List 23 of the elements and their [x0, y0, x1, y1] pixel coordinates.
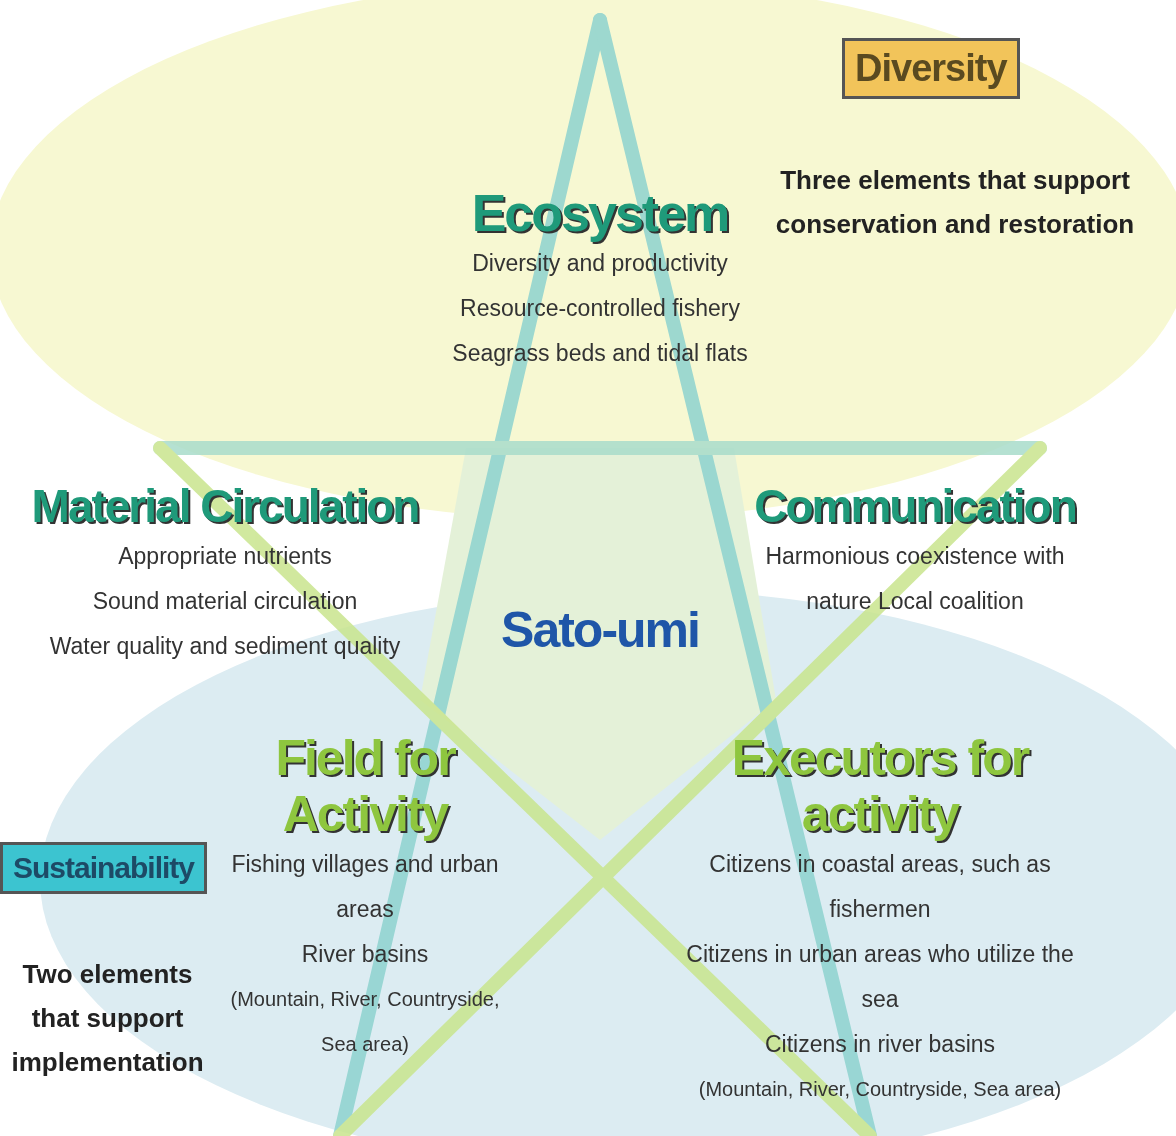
item-text: (Mountain, River, Countryside, Sea area) [697, 1077, 1063, 1102]
item-text: Fishing villages and urban areas [230, 850, 500, 924]
note-text: Two elements that support implementation [10, 958, 205, 1079]
category-box: Sustainability [0, 842, 208, 894]
category-box: Diversity [842, 38, 1020, 99]
item-text: Diversity and productivity [471, 249, 729, 278]
element-heading: Executors for activity [730, 730, 1030, 842]
center-title: Sato-umi [500, 601, 700, 660]
element-heading: Communication [753, 479, 1077, 534]
item-text: Seagrass beds and tidal flats [451, 339, 749, 368]
element-heading: Material Circulation [30, 479, 420, 534]
item-text: Water quality and sediment quality [48, 632, 402, 661]
item-text: Sound material circulation [91, 587, 359, 616]
item-text: Citizens in urban areas who utilize the sea [685, 940, 1075, 1014]
item-text: Citizens in coastal areas, such as fishermen [708, 850, 1052, 924]
note-text: Three elements that support conservation and restoration [774, 164, 1136, 241]
element-heading: Field for Activity [274, 730, 457, 842]
item-text: (Mountain, River, Countryside, Sea area) [230, 987, 500, 1057]
item-text: Resource-controlled fishery [459, 294, 741, 323]
item-text: Appropriate nutrients [117, 542, 333, 571]
item-text: Harmonious coexistence with nature Local coalition [764, 542, 1066, 616]
item-text: Citizens in river basins [763, 1030, 997, 1059]
item-text: River basins [300, 940, 430, 969]
